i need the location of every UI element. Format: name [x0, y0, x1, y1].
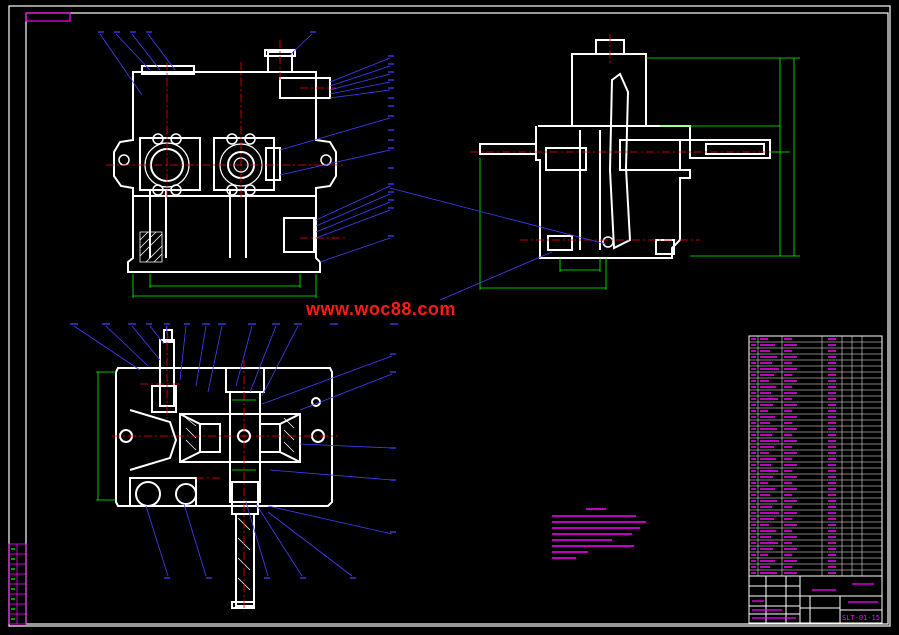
watermark: www.woc88.com — [306, 299, 456, 319]
side-view — [389, 34, 800, 301]
top-view — [73, 325, 393, 612]
front-view — [99, 33, 391, 298]
revision-block — [8, 543, 27, 625]
drawing-number: SLT-01-15 — [842, 614, 880, 622]
sheet-border — [8, 5, 891, 627]
technical-notes — [552, 508, 646, 559]
part-callouts — [70, 31, 398, 579]
title-block — [748, 575, 883, 624]
parts-list — [748, 335, 883, 577]
